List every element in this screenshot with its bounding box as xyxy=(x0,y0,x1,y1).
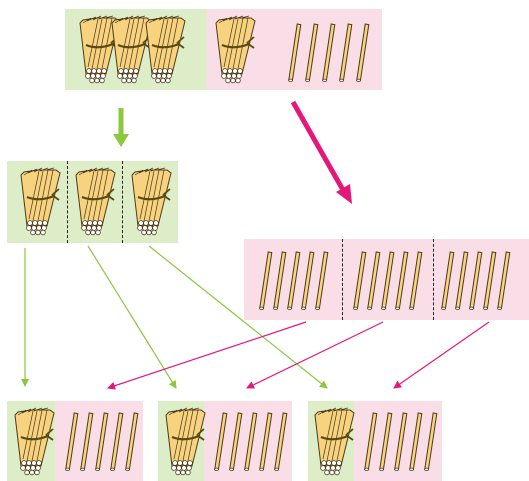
single-stick-icon xyxy=(455,251,469,310)
single-stick-icon xyxy=(80,412,94,471)
pink-split-arrowhead xyxy=(336,184,352,204)
pink-split-arrow xyxy=(290,100,346,192)
single-stick-icon xyxy=(379,412,393,471)
single-stick-icon xyxy=(259,251,273,310)
single-stick-icon xyxy=(353,251,367,310)
single-stick-icon xyxy=(110,412,124,471)
bundle-of-ten-sticks-icon xyxy=(144,14,187,84)
single-stick-icon xyxy=(483,251,497,310)
single-stick-icon xyxy=(259,412,273,471)
single-stick-icon xyxy=(301,251,315,310)
single-stick-icon xyxy=(274,412,288,471)
single-stick-icon xyxy=(305,23,319,82)
single-stick-icon xyxy=(214,412,228,471)
single-stick-icon xyxy=(497,251,511,310)
single-stick-icon xyxy=(409,412,423,471)
single-stick-icon xyxy=(273,251,287,310)
single-stick-icon xyxy=(244,412,258,471)
single-stick-icon xyxy=(469,251,483,310)
green-split-arrowhead xyxy=(113,134,129,147)
single-stick-icon xyxy=(95,412,109,471)
single-stick-icon xyxy=(424,412,438,471)
green-arrow-3 xyxy=(148,245,328,389)
single-stick-icon xyxy=(288,23,302,82)
single-stick-icon xyxy=(356,23,370,82)
single-stick-icon xyxy=(367,251,381,310)
pink-arrow-1 xyxy=(107,321,307,390)
split-ones-divider-1 xyxy=(342,239,343,320)
split-tens-divider-1 xyxy=(67,161,68,243)
bundle-of-ten-sticks-icon xyxy=(313,406,356,476)
split-tens-divider-2 xyxy=(122,161,123,243)
bundle-of-ten-sticks-icon xyxy=(13,406,56,476)
single-stick-icon xyxy=(339,23,353,82)
bundle-of-ten-sticks-icon xyxy=(19,166,62,236)
split-ones-divider-2 xyxy=(433,239,434,320)
bundle-of-ten-sticks-icon xyxy=(164,406,207,476)
single-stick-icon xyxy=(125,412,139,471)
single-stick-icon xyxy=(229,412,243,471)
pink-arrow-2 xyxy=(246,321,384,389)
single-stick-icon xyxy=(287,251,301,310)
single-stick-icon xyxy=(395,251,409,310)
single-stick-icon xyxy=(315,251,329,310)
single-stick-icon xyxy=(65,412,79,471)
single-stick-icon xyxy=(409,251,423,310)
green-arrow-2 xyxy=(87,245,177,389)
bundle-of-ten-sticks-icon xyxy=(110,14,153,84)
bundle-of-ten-sticks-icon xyxy=(74,166,117,236)
single-stick-icon xyxy=(364,412,378,471)
single-stick-icon xyxy=(381,251,395,310)
pink-arrow-3 xyxy=(393,321,490,389)
bundle-of-ten-sticks-icon xyxy=(130,166,173,236)
single-stick-icon xyxy=(394,412,408,471)
single-stick-icon xyxy=(322,23,336,82)
bundle-of-ten-sticks-icon xyxy=(214,14,257,84)
single-stick-icon xyxy=(441,251,455,310)
